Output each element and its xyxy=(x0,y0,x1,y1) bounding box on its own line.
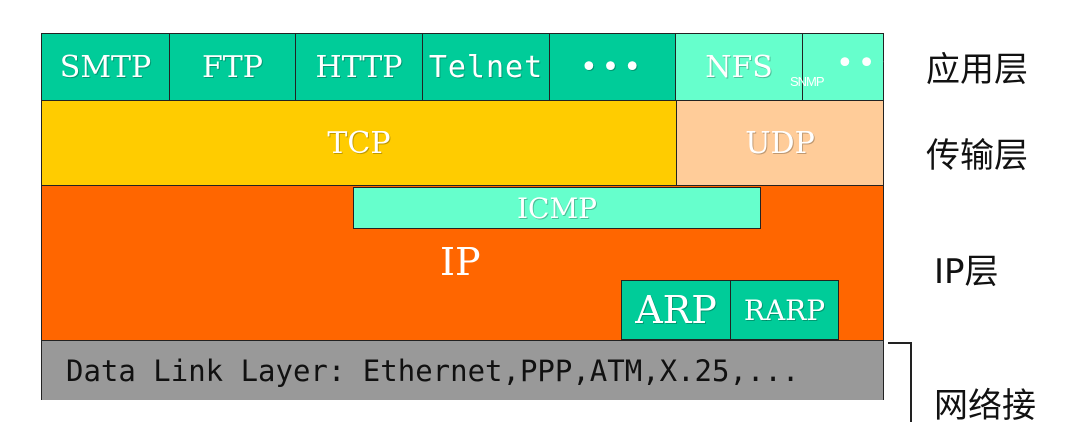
network-interface-bracket xyxy=(888,342,912,422)
snmp-label: SNMP xyxy=(790,74,825,89)
udp-box: UDP xyxy=(676,100,884,186)
snmp-box xyxy=(802,33,884,101)
arp-box: ARP xyxy=(621,280,731,340)
ftp-box: FTP xyxy=(169,33,296,101)
ip-layer-label: IP层 xyxy=(934,252,999,292)
http-label: HTTP xyxy=(315,49,403,85)
telnet-box: Telnet xyxy=(422,33,550,101)
rarp-label: RARP xyxy=(743,293,826,327)
ellipsis-box: ••• xyxy=(549,33,676,101)
smtp-box: SMTP xyxy=(41,33,170,101)
ftp-label: FTP xyxy=(201,49,263,85)
ellipsis-dots: ••• xyxy=(579,49,646,85)
telnet-label: Telnet xyxy=(428,49,544,85)
smtp-label: SMTP xyxy=(59,49,152,85)
application-layer-label: 应用层 xyxy=(926,50,1028,90)
ip-label: IP xyxy=(440,240,481,284)
icmp-box: ICMP xyxy=(353,187,761,229)
data-link-label: Data Link Layer: Ethernet,PPP,ATM,X.25,.… xyxy=(66,353,800,388)
rarp-box: RARP xyxy=(730,280,839,340)
nfs-label: NFS xyxy=(705,49,773,85)
data-link-box: Data Link Layer: Ethernet,PPP,ATM,X.25,.… xyxy=(41,340,884,400)
arp-label: ARP xyxy=(635,288,717,332)
nfs-box: NFS xyxy=(675,33,803,101)
tcp-box: TCP xyxy=(41,100,677,186)
udp-label: UDP xyxy=(745,125,815,161)
tcp-label: TCP xyxy=(327,125,391,161)
transport-layer-label: 传输层 xyxy=(926,136,1028,176)
http-box: HTTP xyxy=(295,33,423,101)
more-dots: ••• xyxy=(836,46,902,81)
icmp-label: ICMP xyxy=(517,191,597,225)
network-interface-label: 网络接 xyxy=(934,386,1036,426)
